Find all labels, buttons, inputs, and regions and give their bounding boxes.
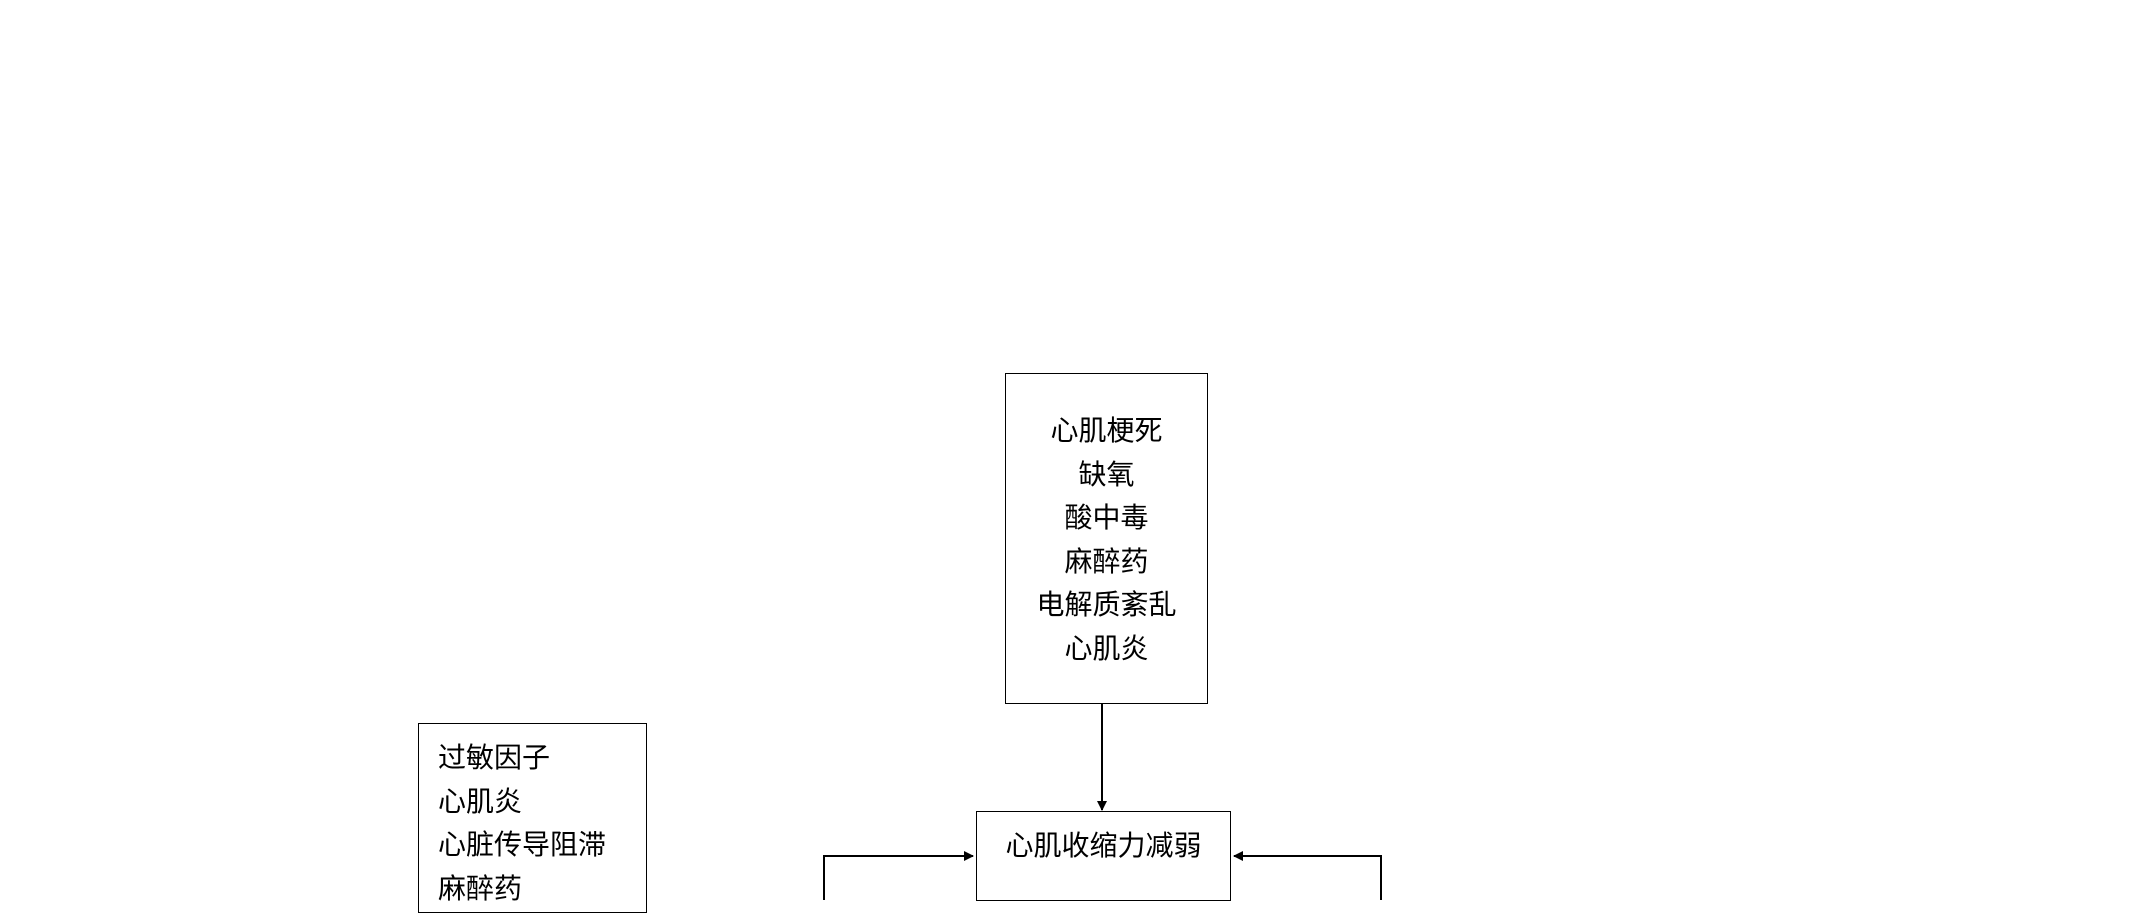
top-causes-box: 心肌梗死 缺氧 酸中毒 麻醉药 电解质紊乱 心肌炎 <box>1005 373 1208 704</box>
top-cause-item: 心肌炎 <box>1064 631 1149 665</box>
left-cause-item: 过敏因子 <box>438 741 551 774</box>
left-causes-box: 过敏因子 心肌炎 心脏传导阻滞 麻醉药 <box>418 723 647 913</box>
center-node-label: 心肌收缩力减弱 <box>1005 829 1202 862</box>
top-cause-item: 电解质紊乱 <box>1036 588 1177 621</box>
top-cause-item: 缺氧 <box>1078 457 1135 491</box>
arrow-right-loop-to-center <box>1233 851 1382 900</box>
left-cause-item: 心肌炎 <box>438 784 523 818</box>
center-node-box: 心肌收缩力减弱 <box>976 811 1231 901</box>
left-cause-item: 麻醉药 <box>438 871 523 905</box>
top-cause-item: 麻醉药 <box>1064 544 1149 578</box>
left-cause-item: 心脏传导阻滞 <box>438 828 607 861</box>
top-cause-item: 酸中毒 <box>1064 501 1149 534</box>
arrow-left-loop-to-center <box>823 851 974 900</box>
top-cause-item: 心肌梗死 <box>1050 414 1163 447</box>
